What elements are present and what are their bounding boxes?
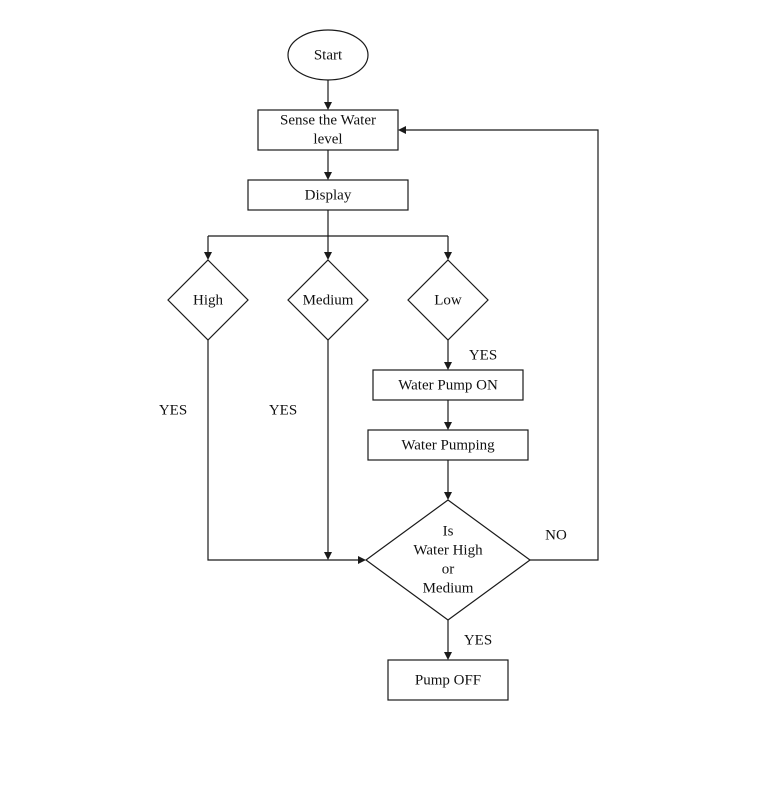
display-node: Display xyxy=(247,179,409,211)
decision-yes-label: YES xyxy=(464,632,492,648)
low-diamond xyxy=(407,259,489,341)
arrowhead-to-high xyxy=(204,252,212,260)
display-box xyxy=(247,179,409,211)
start-label: Start xyxy=(314,47,343,63)
display-label: Display xyxy=(305,187,352,203)
arrowhead-to-pump-off xyxy=(444,652,452,660)
water-high-or-medium-decision-node: Is Water High or Medium xyxy=(364,499,532,621)
high-decision-node: High xyxy=(167,259,249,341)
high-label: High xyxy=(193,292,224,308)
edge-high-to-decision xyxy=(207,340,360,561)
sense-water-level-box xyxy=(257,109,399,151)
arrowhead-to-pump-on xyxy=(444,362,452,370)
start-ellipse xyxy=(287,29,369,81)
high-diamond xyxy=(167,259,249,341)
water-pump-on-box xyxy=(372,369,524,401)
arrowhead-start-to-sense xyxy=(324,102,332,110)
water-high-or-medium-diamond xyxy=(364,499,532,621)
arrowhead-to-pumping xyxy=(444,422,452,430)
sense-label-line1: Sense the Water xyxy=(280,112,376,128)
decision-label-line2: Water High xyxy=(413,542,483,558)
sense-water-level-node: Sense the Water level xyxy=(257,109,399,151)
water-pump-on-node: Water Pump ON xyxy=(372,369,524,401)
arrowhead-to-decision-top xyxy=(444,492,452,500)
medium-yes-label: YES xyxy=(269,402,297,418)
pump-off-label: Pump OFF xyxy=(415,672,481,688)
low-decision-node: Low xyxy=(407,259,489,341)
sense-label-line2: level xyxy=(313,131,342,147)
decision-label-line3: or xyxy=(442,561,455,577)
decision-label-line1: Is xyxy=(443,523,454,539)
medium-decision-node: Medium xyxy=(287,259,369,341)
arrowhead-high-to-decision xyxy=(358,556,366,564)
water-pumping-node: Water Pumping xyxy=(367,429,529,461)
decision-label-line4: Medium xyxy=(423,580,474,596)
edge-decision-no-loop xyxy=(404,129,599,561)
medium-label: Medium xyxy=(303,292,354,308)
arrowhead-to-medium xyxy=(324,252,332,260)
start-node: Start xyxy=(287,29,369,81)
high-yes-label: YES xyxy=(159,402,187,418)
pump-off-node: Pump OFF xyxy=(387,659,509,701)
arrowhead-sense-to-display xyxy=(324,172,332,180)
decision-no-label: NO xyxy=(545,527,567,543)
water-pumping-box xyxy=(367,429,529,461)
pump-off-box xyxy=(387,659,509,701)
low-label: Low xyxy=(434,292,462,308)
arrowhead-medium-to-junction xyxy=(324,552,332,560)
arrowhead-loop-to-sense xyxy=(398,126,406,134)
low-yes-label: YES xyxy=(469,347,497,363)
medium-diamond xyxy=(287,259,369,341)
arrowhead-to-low xyxy=(444,252,452,260)
water-pumping-label: Water Pumping xyxy=(401,437,495,453)
water-pump-on-label: Water Pump ON xyxy=(398,377,498,393)
